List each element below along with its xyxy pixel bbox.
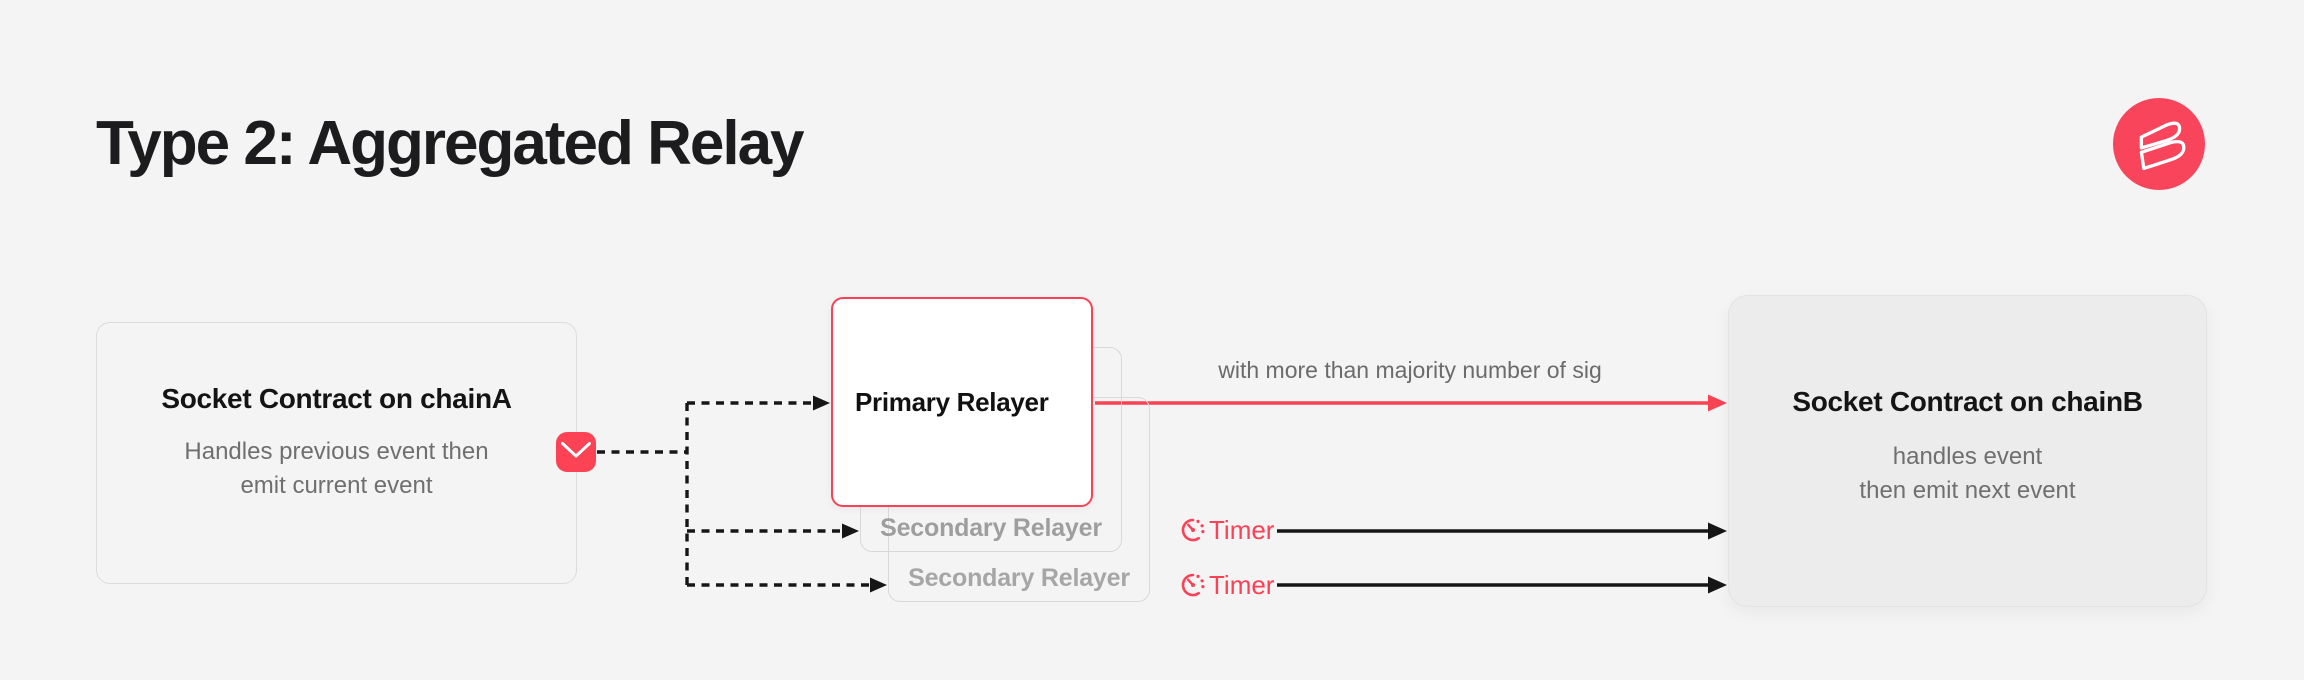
aggregate-arrow [1095,394,1727,412]
chain-a-desc-line1: Handles previous event then [184,438,489,465]
timer-1-label: Timer [1209,515,1275,545]
brand-logo-b-icon [2112,97,2206,191]
timer-icon [1181,573,1205,597]
chain-a-box: Socket Contract on chainA Handles previo… [96,322,577,584]
chain-b-title: Socket Contract on chainB [1792,386,2143,417]
timer-arrows [1277,522,1727,594]
primary-relayer-label: Primary Relayer [855,386,1049,417]
secondary-relayer-2-label: Secondary Relayer [908,564,1130,592]
timer-1: Timer [1180,517,1274,543]
chain-a-desc-line2: emit current event [240,472,433,499]
envelope-icon [556,432,596,472]
page-title: Type 2: Aggregated Relay [96,109,805,178]
chain-b-description: handles event then emit next event [1859,440,2075,508]
brand-logo-icon [2112,97,2206,191]
timer-icon [1181,518,1205,542]
chain-b-desc-line1: handles event [1892,443,2043,470]
chain-b-desc-line2: then emit next event [1859,477,2076,504]
dashed-connectors [597,401,869,587]
chain-a-title: Socket Contract on chainA [161,383,512,414]
secondary-relayer-1-label: Secondary Relayer [880,514,1102,542]
chain-a-description: Handles previous event then emit current… [184,435,488,503]
aggregate-signature-label: with more than majority number of sig [1218,357,1602,383]
primary-relayer-box: Primary Relayer [831,297,1093,507]
timer-2-label: Timer [1209,570,1275,600]
timer-2: Timer [1180,572,1274,598]
chain-b-box: Socket Contract on chainB handles event … [1728,295,2207,607]
